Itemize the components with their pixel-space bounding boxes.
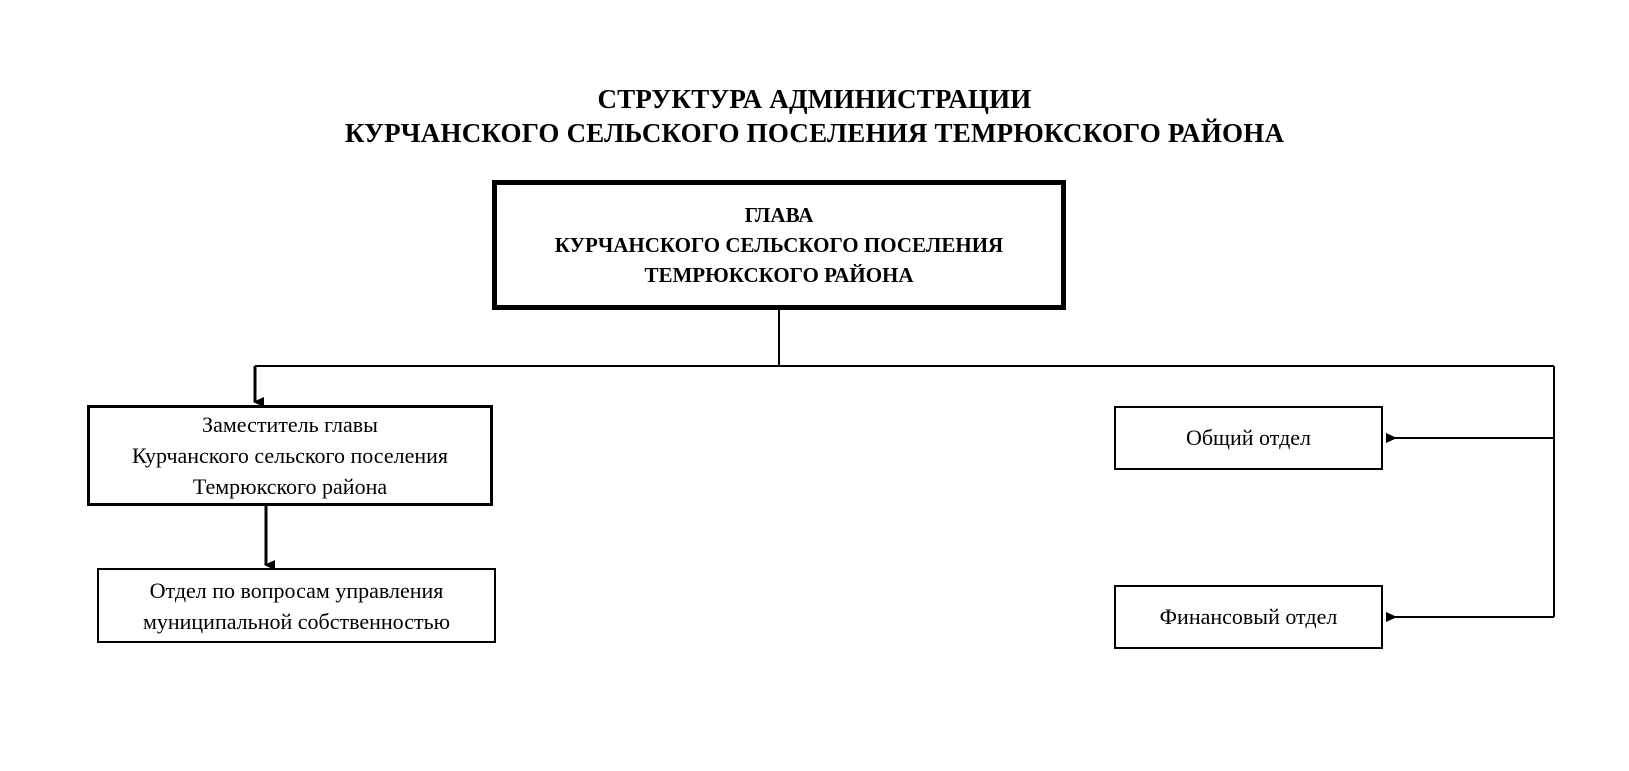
- node-finance-department[interactable]: Финансовый отдел: [1114, 585, 1383, 649]
- node-finance-label: Финансовый отдел: [1159, 604, 1338, 629]
- node-deputy-line-1: Заместитель главы: [202, 412, 378, 437]
- node-deputy-line-2: Курчанского сельского поселения: [131, 443, 449, 468]
- node-general-department[interactable]: Общий отдел: [1114, 406, 1383, 470]
- node-property-department[interactable]: Отдел по вопросам управления муниципальн…: [97, 568, 496, 643]
- node-head-line-1: ГЛАВА: [744, 203, 814, 227]
- node-deputy-line-3: Темрюкского района: [192, 474, 388, 499]
- chart-title: СТРУКТУРА АДМИНИСТРАЦИИ КУРЧАНСКОГО СЕЛЬ…: [0, 82, 1629, 150]
- node-property-line-1: Отдел по вопросам управления: [149, 577, 444, 603]
- chart-title-line-2: КУРЧАНСКОГО СЕЛЬСКОГО ПОСЕЛЕНИЯ ТЕМРЮКСК…: [344, 118, 1285, 148]
- node-property-line-2: муниципальной собственностью: [142, 608, 451, 634]
- node-head-line-3: ТЕМРЮКСКОГО РАЙОНА: [644, 263, 914, 287]
- chart-title-line-1: СТРУКТУРА АДМИНИСТРАЦИИ: [597, 84, 1032, 114]
- node-general-label: Общий отдел: [1185, 425, 1312, 450]
- node-head-of-settlement[interactable]: ГЛАВА КУРЧАНСКОГО СЕЛЬСКОГО ПОСЕЛЕНИЯ ТЕ…: [492, 180, 1066, 310]
- node-head-line-2: КУРЧАНСКОГО СЕЛЬСКОГО ПОСЕЛЕНИЯ: [554, 233, 1004, 257]
- node-deputy-head[interactable]: Заместитель главы Курчанского сельского …: [87, 405, 493, 506]
